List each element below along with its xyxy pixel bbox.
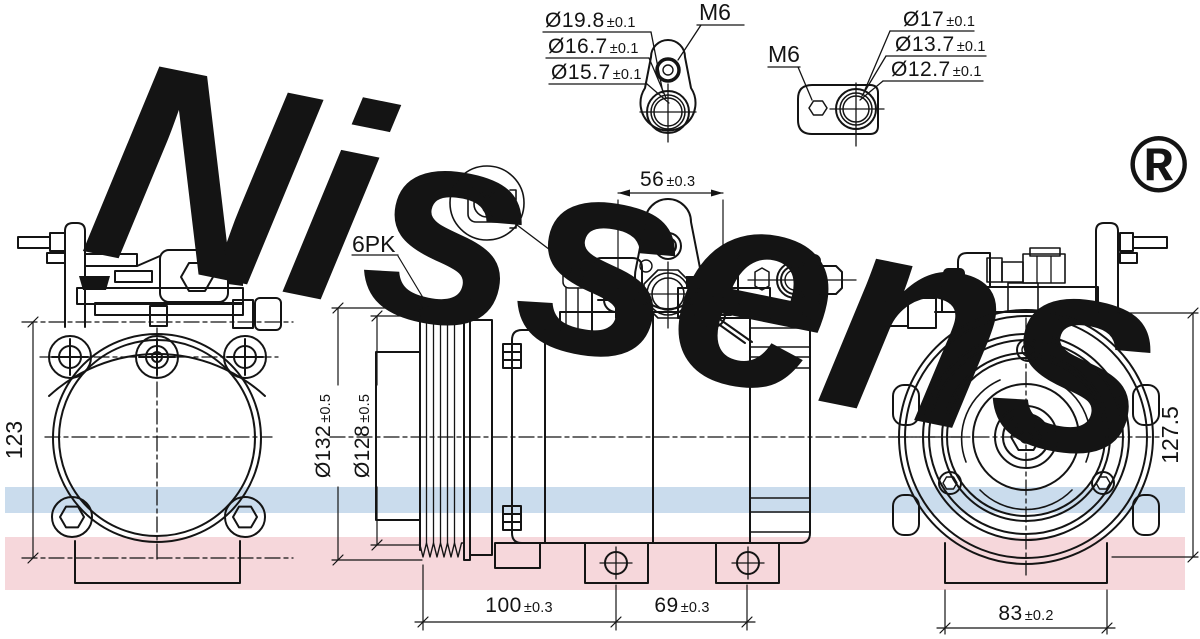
highlight-bands	[5, 487, 1185, 590]
dim-label-front-height: 127.5	[1157, 406, 1183, 464]
belt-type-label: 6PK	[352, 231, 396, 257]
dim-label-mount-rear: 69±0.3	[654, 594, 709, 617]
thread-label-left: M6	[699, 0, 731, 25]
dim-label-port-spacing: 56±0.3	[640, 168, 695, 191]
pink-band	[5, 537, 1185, 590]
port-fitting-detail-right	[767, 30, 987, 147]
dim-label-port-od: Ø19.8±0.1	[545, 9, 636, 32]
dimension-labels: Ø19.8±0.1 Ø16.7±0.1 Ø15.7±0.1 M6 M6 Ø17±…	[1, 0, 1183, 625]
registered-trademark-icon: ®	[1128, 120, 1187, 209]
front-view-drawing	[885, 222, 1168, 584]
dim-label-rear-height: 123	[1, 421, 27, 459]
connector-detail	[449, 165, 567, 263]
dim-label-port2-id: Ø12.7±0.1	[891, 58, 982, 81]
dim-label-pulley-inner: Ø128±0.5	[351, 394, 374, 478]
dim-label-port2-od: Ø17±0.1	[903, 8, 975, 31]
thread-label-right: M6	[768, 41, 800, 67]
dim-label-pulley-outer: Ø132±0.5	[312, 394, 335, 478]
blue-band	[5, 487, 1185, 513]
dim-label-mount-front: 100±0.3	[485, 594, 552, 617]
dim-label-port-id: Ø15.7±0.1	[551, 61, 642, 84]
dim-label-base-width: 83±0.2	[998, 602, 1053, 625]
dimension-lines	[27, 189, 1199, 635]
side-view-drawing	[329, 198, 966, 584]
dim-label-port2-mid: Ø13.7±0.1	[895, 33, 986, 56]
rear-view-drawing	[17, 222, 294, 584]
dim-label-port-mid: Ø16.7±0.1	[548, 35, 639, 58]
port-fitting-detail-left	[542, 24, 745, 143]
